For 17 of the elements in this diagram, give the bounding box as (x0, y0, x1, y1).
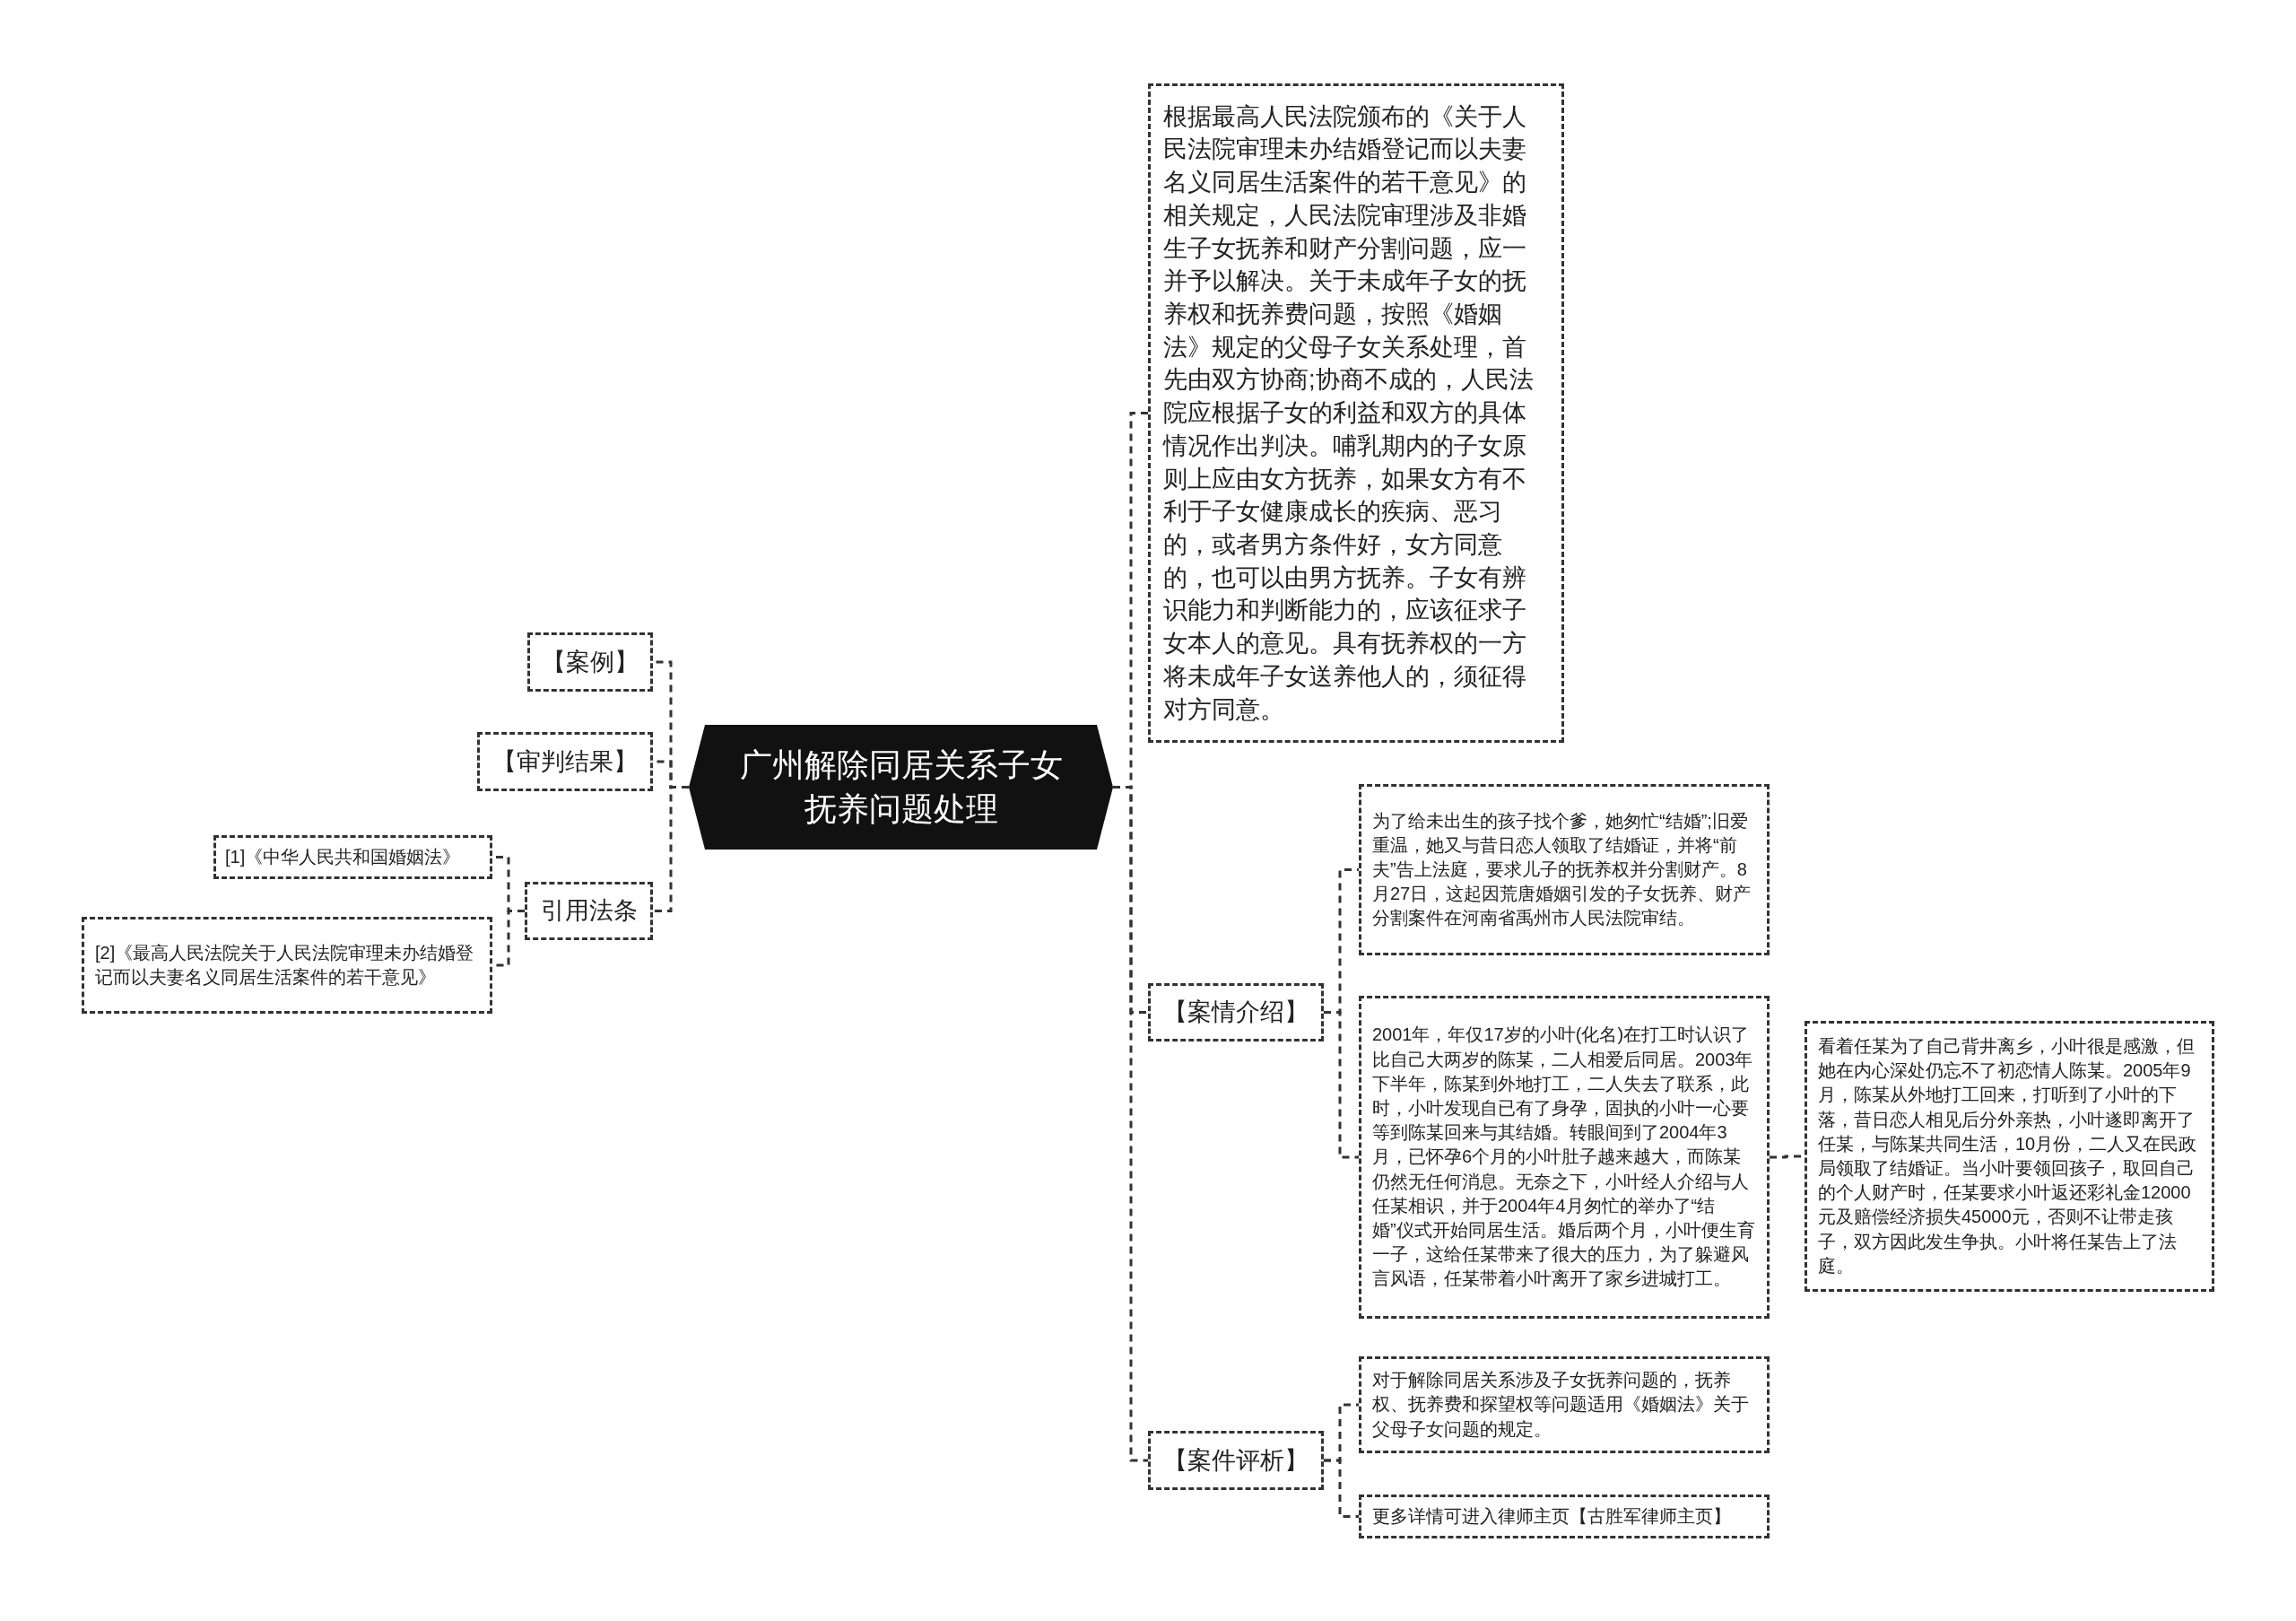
text-box: 2001年，年仅17岁的小叶(化名)在打工时认识了比自己大两岁的陈某，二人相爱后同居。2003年下半年，陈某到外地打工，二人失去了联系，此时，小叶发现自已有了身孕，固执的小叶一心要等到陈某回来与其结婚。转眼间到了2004年3月，已怀孕6个月的小叶肚子越来越大，而陈某仍然无任何消息。无奈之下，小叶经人介绍与人任某相识，并于2004年4月匆忙的举办了“结婚”仪式开始同居生活。婚后两个月，小叶便生育一子，这给任某带来了很大的压力，为了躲避风言风语，任某带着小叶离开了家乡进城打工。 (1359, 996, 1770, 1319)
branch-box: 引用法条 (525, 882, 653, 940)
text-box: [2]《最高人民法院关于人民法院审理未办结婚登记而以夫妻名义同居生活案件的若干意见》 (82, 917, 492, 1014)
text-box: 更多详情可进入律师主页【古胜军律师主页】 (1359, 1495, 1770, 1538)
connector-line (1324, 1011, 1359, 1159)
branch-box: 【案件评析】 (1148, 1431, 1324, 1490)
text-box: 对于解除同居关系涉及子女抚养问题的，抚养权、抚养费和探望权等问题适用《婚姻法》关于父母子女问题的规定。 (1359, 1356, 1770, 1453)
topic-box: 广州解除同居关系子女抚养问题处理 (689, 725, 1113, 850)
connector-line (653, 786, 689, 912)
text-box: [1]《中华人民共和国婚姻法》 (213, 835, 492, 879)
branch-box: 【审判结果】 (477, 732, 653, 791)
text-box: 看着任某为了自己背井离乡，小叶很是感激，但她在内心深处仍忘不了初恋情人陈某。2005年9月，陈某从外地打工回来，打听到了小叶的下落，昔日恋人相见后分外亲热，小叶遂即离开了任某，与陈某共同生活，10月份，二人又在民政局领取了结婚证。当小叶要领回孩子，取回自己的个人财产时，任某要求小叶返还彩礼金12000元及赔偿经济损失45000元，否则不让带走孩子，双方因此发生争执。小叶将任某告上了法庭。 (1805, 1021, 2214, 1292)
text-box: 根据最高人民法院颁布的《关于人民法院审理未办结婚登记而以夫妻名义同居生活案件的若干意见》的相关规定，人民法院审理涉及非婚生子女抚养和财产分割问题，应一并予以解决。关于未成年子女的抚养权和抚养费问题，按照《婚姻法》规定的父母子女关系处理，首先由双方协商;协商不成的，人民法院应根据子女的利益和双方的具体情况作出判决。哺乳期内的子女原则上应由女方抚养，如果女方有不利于子女健康成长的疾病、恶习的，或者男方条件好，女方同意的，也可以由男方抚养。子女有辨识能力和判断能力的，应该征求子女本人的意见。具有抚养权的一方将未成年子女送养他人的，须征得对方同意。 (1148, 83, 1564, 743)
branch-box: 【案例】 (527, 632, 653, 692)
connector-line (1324, 1459, 1359, 1518)
text-box: 为了给未出生的孩子找个爹，她匆忙“结婚”;旧爱重温，她又与昔日恋人领取了结婚证，并将“前夫”告上法庭，要求儿子的抚养权并分割财产。8月27日，这起因荒唐婚姻引发的子女抚养、财产分割案件在河南省禹州市人民法院审结。 (1359, 784, 1770, 955)
branch-box: 【案情介绍】 (1148, 983, 1324, 1041)
